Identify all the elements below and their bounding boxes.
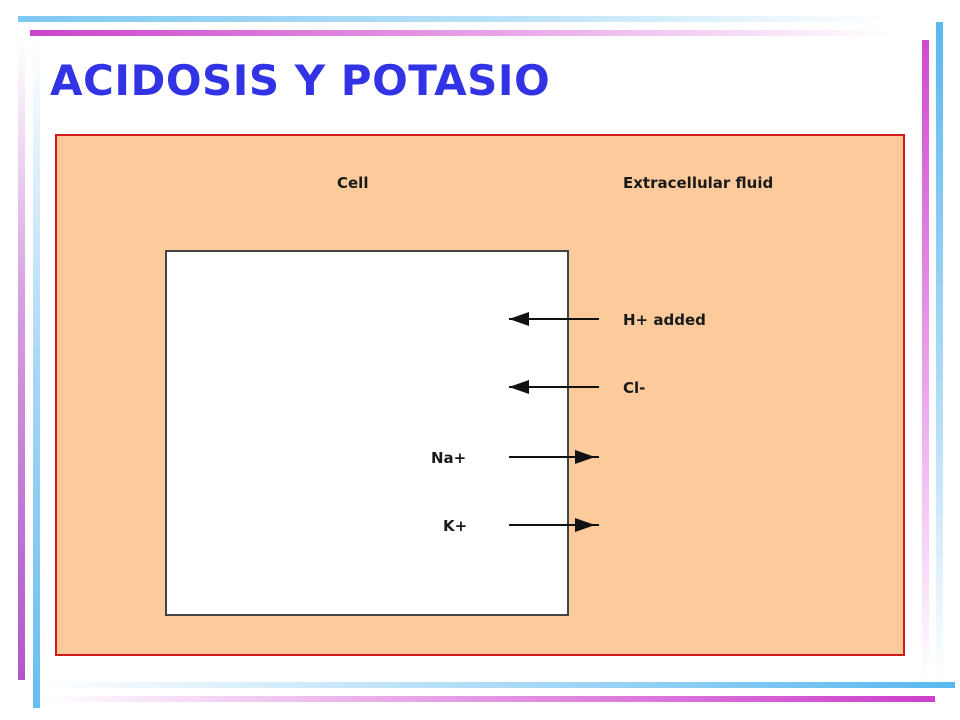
decorative-bar-right — [922, 40, 929, 680]
arrowhead-k — [575, 518, 595, 532]
arrowhead-h-added — [509, 312, 529, 326]
decorative-bar-top-accent — [30, 30, 890, 36]
ion-label-na: Na+ — [431, 449, 467, 467]
decorative-bar-bottom — [40, 682, 955, 688]
arrowhead-na — [575, 450, 595, 464]
diagram-panel: Cell Extracellular fluid H+ added Cl- Na… — [55, 134, 905, 656]
ion-flux-arrows — [509, 312, 599, 532]
ion-label-cl: Cl- — [623, 379, 646, 397]
slide-title: ACIDOSIS Y POTASIO — [50, 56, 551, 105]
decorative-bar-right-accent — [936, 22, 943, 682]
decorative-bar-bottom-accent — [40, 696, 935, 702]
cell-box — [165, 250, 569, 616]
extracellular-fluid-label: Extracellular fluid — [623, 174, 774, 192]
decorative-bar-left-accent — [33, 40, 40, 708]
decorative-bar-top — [18, 16, 888, 22]
arrowhead-cl — [509, 380, 529, 394]
ion-label-h-added: H+ added — [623, 311, 706, 329]
cell-label: Cell — [337, 174, 369, 192]
ion-label-k: K+ — [443, 517, 468, 535]
decorative-bar-left — [18, 40, 25, 680]
